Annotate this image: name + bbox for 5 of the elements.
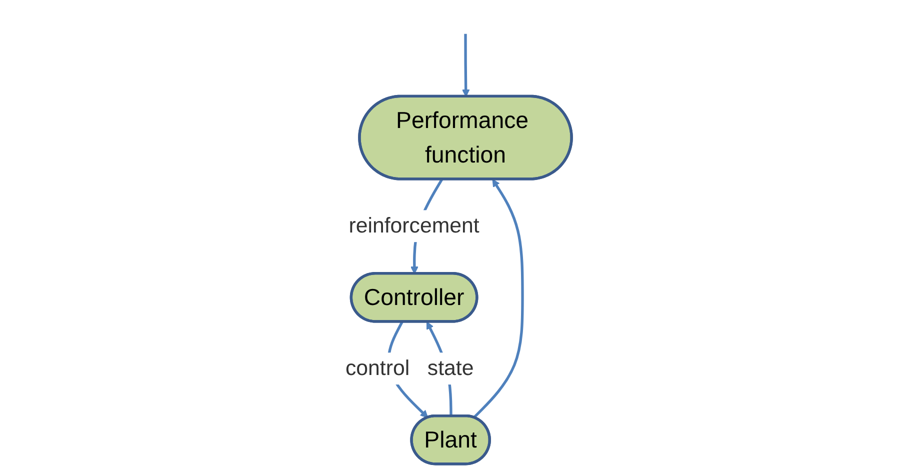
arrow [473, 179, 524, 419]
edge-label: state [427, 356, 474, 380]
edge-label: reinforcement [348, 214, 480, 238]
arrow [462, 34, 470, 97]
edge-label: control [345, 356, 410, 380]
